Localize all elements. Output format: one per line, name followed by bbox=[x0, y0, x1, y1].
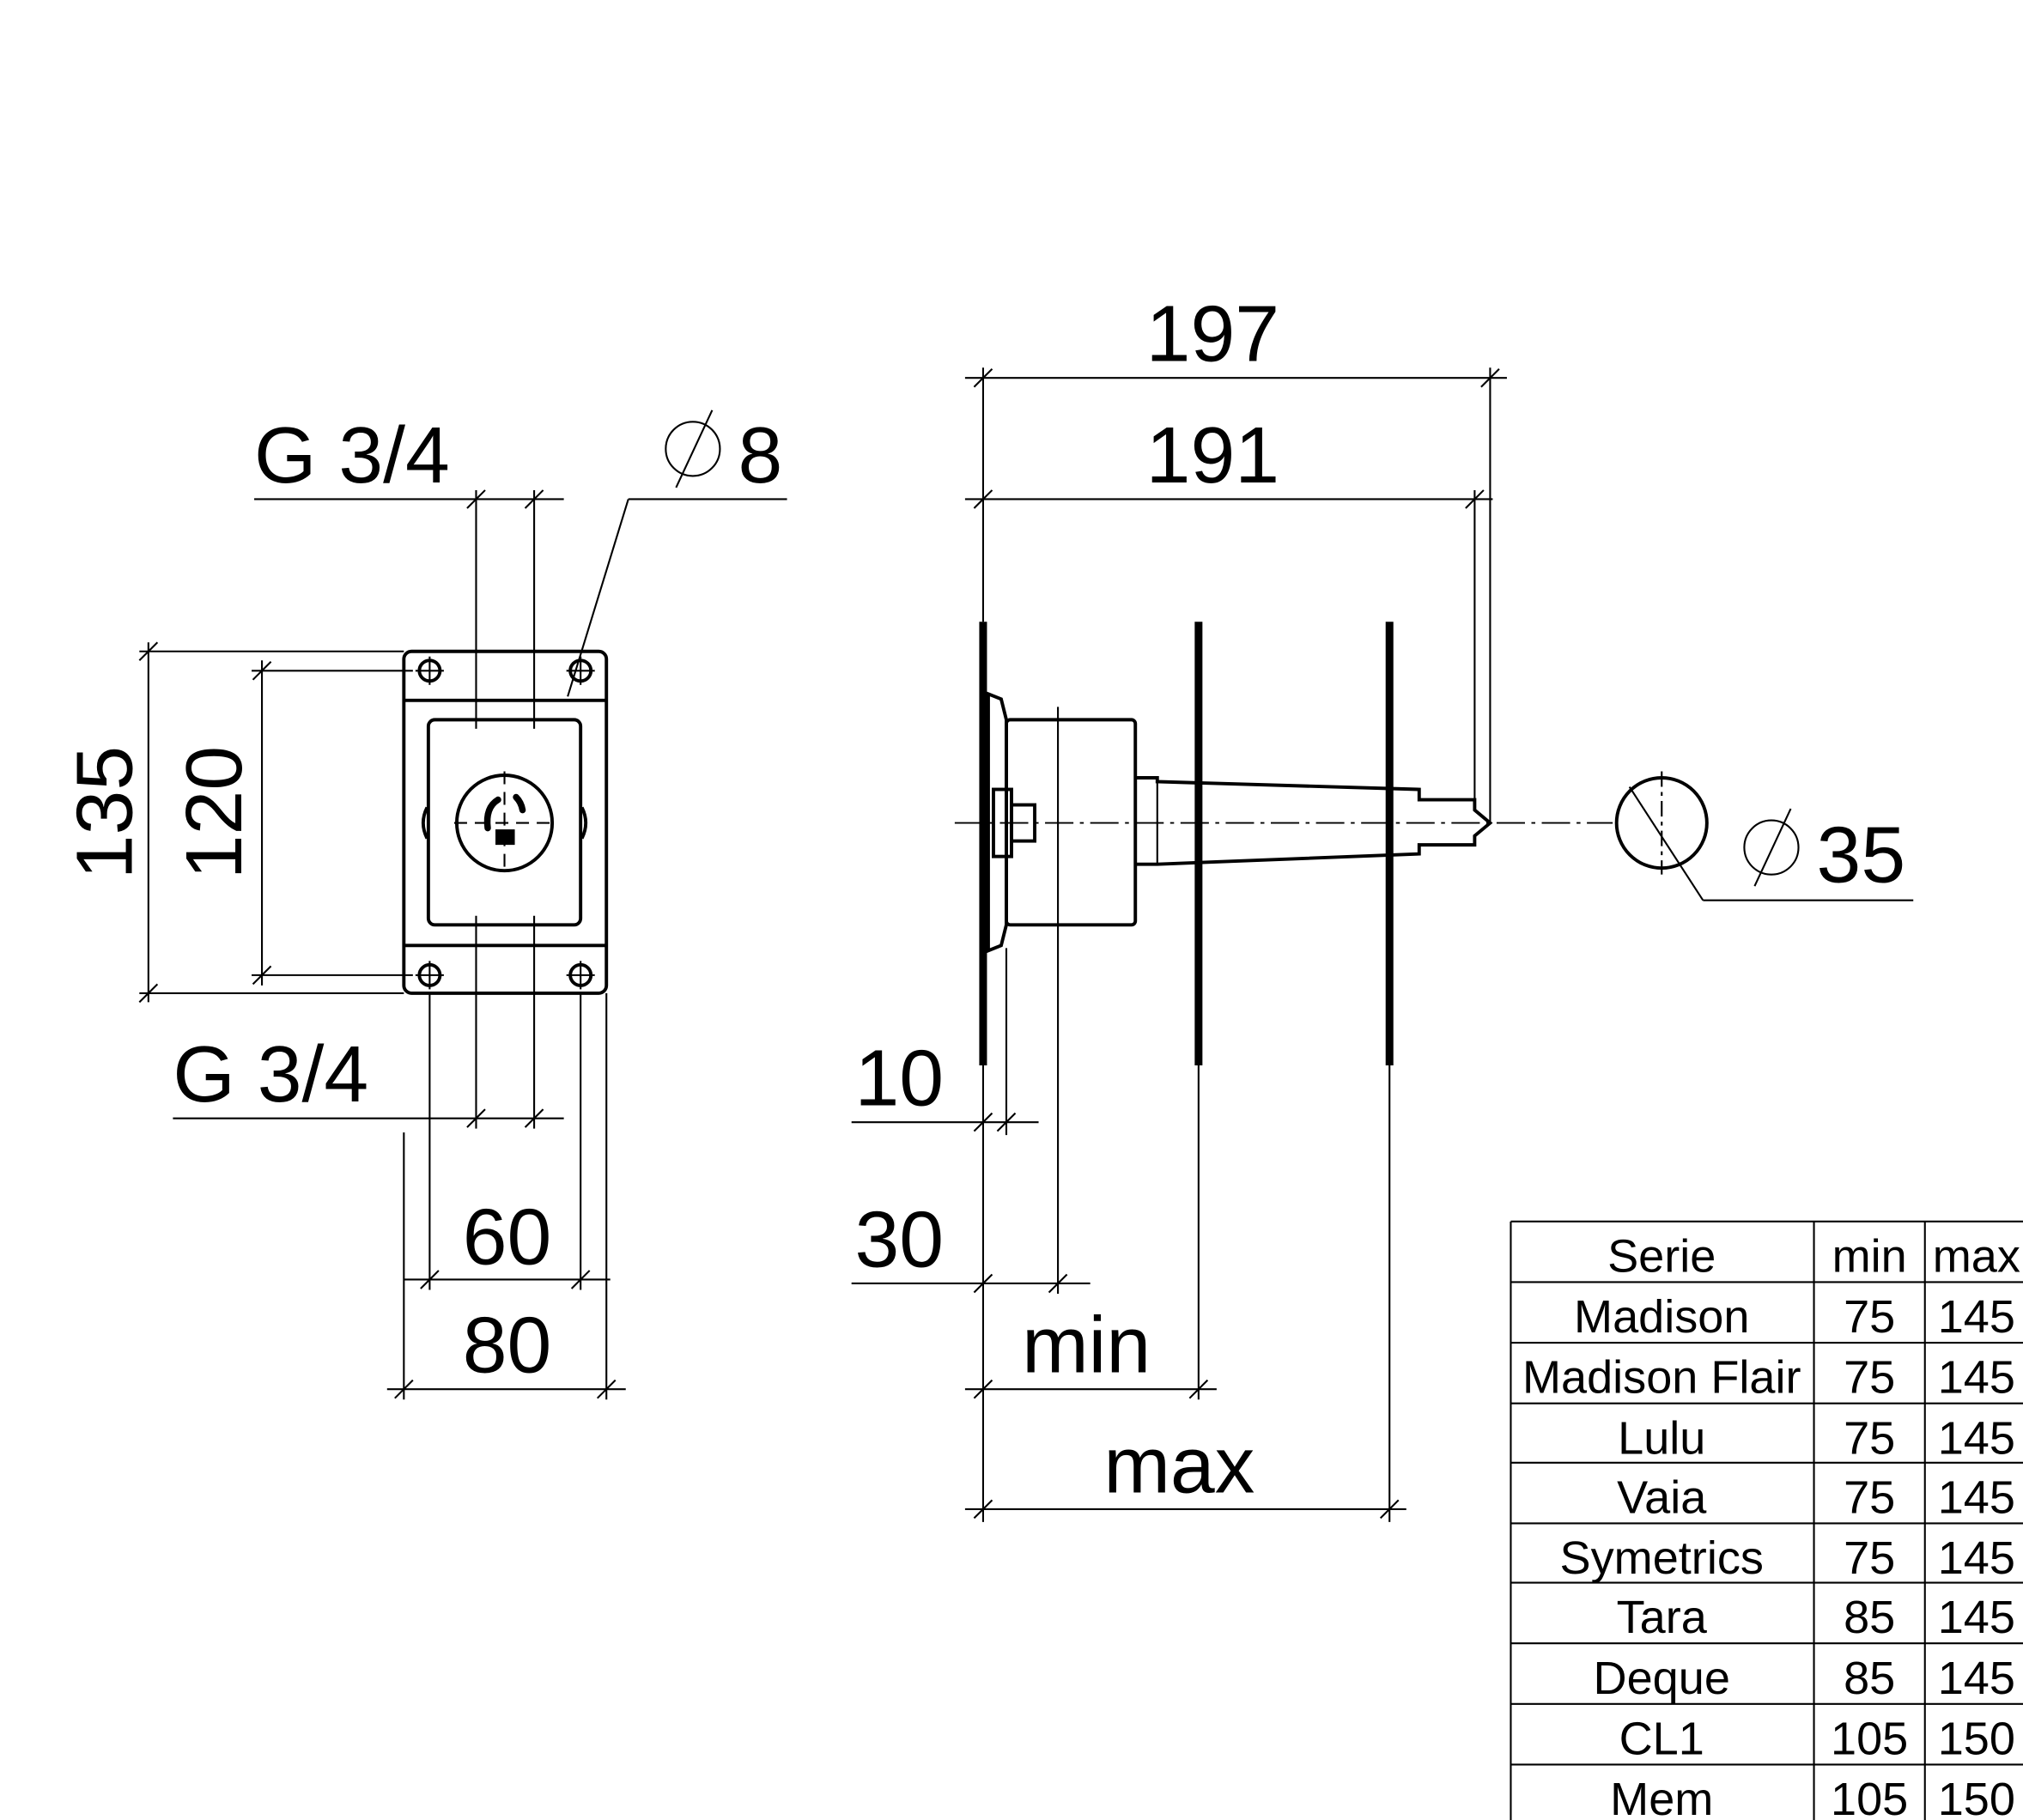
thread-bottom-label: G 3/4 bbox=[173, 1029, 368, 1119]
table-cell: 145 bbox=[1938, 1653, 2015, 1704]
screw-holes bbox=[415, 656, 595, 990]
table-cell: 145 bbox=[1938, 1412, 2015, 1464]
side-view: 197 191 10 30 min max 35 bbox=[851, 289, 1914, 1522]
width-outer-label: 80 bbox=[463, 1301, 552, 1390]
table-cell: Vaia bbox=[1617, 1471, 1707, 1523]
table-cell: 145 bbox=[1938, 1352, 2015, 1404]
table-cell: Deque bbox=[1594, 1653, 1730, 1704]
spindle bbox=[1135, 776, 1493, 866]
table-cell: Tara bbox=[1617, 1592, 1708, 1643]
table-cell: Symetrics bbox=[1560, 1532, 1764, 1584]
width-holes-label: 60 bbox=[463, 1192, 552, 1281]
table-cell: 85 bbox=[1844, 1653, 1895, 1704]
table-cell: 145 bbox=[1938, 1532, 2015, 1584]
diameter-icon bbox=[665, 421, 721, 477]
table-cell: 75 bbox=[1844, 1412, 1895, 1464]
front-view: G 3/4 8 135 120 G 3/4 60 bbox=[59, 410, 787, 1400]
height-outer-label: 135 bbox=[59, 746, 149, 879]
mounting-plate bbox=[402, 649, 609, 995]
table-cell: 75 bbox=[1844, 1291, 1895, 1343]
min-label: min bbox=[1022, 1301, 1151, 1390]
table-cell: Mem bbox=[1610, 1774, 1713, 1820]
max-label: max bbox=[1103, 1420, 1255, 1509]
table-cell: 105 bbox=[1831, 1774, 1908, 1820]
table-header: max bbox=[1933, 1230, 2020, 1282]
table-cell: 75 bbox=[1844, 1471, 1895, 1523]
table-header: min bbox=[1832, 1230, 1907, 1282]
diameter-icon bbox=[1743, 819, 1800, 876]
table-cell: Madison bbox=[1574, 1291, 1749, 1343]
length-total-label: 197 bbox=[1146, 289, 1279, 379]
body-offset-label: 30 bbox=[854, 1194, 944, 1283]
flange-label: 10 bbox=[854, 1034, 944, 1123]
table-cell: 150 bbox=[1938, 1713, 2015, 1764]
cover-frame bbox=[426, 718, 583, 927]
table-cell: 145 bbox=[1938, 1471, 2015, 1523]
table-cell: 145 bbox=[1938, 1291, 2015, 1343]
table-cell: 85 bbox=[1844, 1592, 1895, 1643]
thread-top-label: G 3/4 bbox=[254, 410, 450, 500]
table-cell: Lulu bbox=[1618, 1412, 1705, 1464]
table-cell: 75 bbox=[1844, 1532, 1895, 1584]
table-cell: 75 bbox=[1844, 1352, 1895, 1404]
table-cell: CL1 bbox=[1619, 1713, 1704, 1764]
table-cell: 145 bbox=[1938, 1592, 2015, 1643]
table-cell: 150 bbox=[1938, 1774, 2015, 1820]
handle-diameter-label: 35 bbox=[1817, 810, 1906, 900]
table-cell: 105 bbox=[1831, 1713, 1908, 1764]
table-header: Serie bbox=[1607, 1230, 1716, 1282]
height-inner-label: 120 bbox=[169, 746, 258, 879]
hole-diameter-label: 8 bbox=[738, 410, 782, 500]
table-cell: Madison Flair bbox=[1522, 1352, 1801, 1404]
length-body-label: 191 bbox=[1146, 410, 1279, 500]
